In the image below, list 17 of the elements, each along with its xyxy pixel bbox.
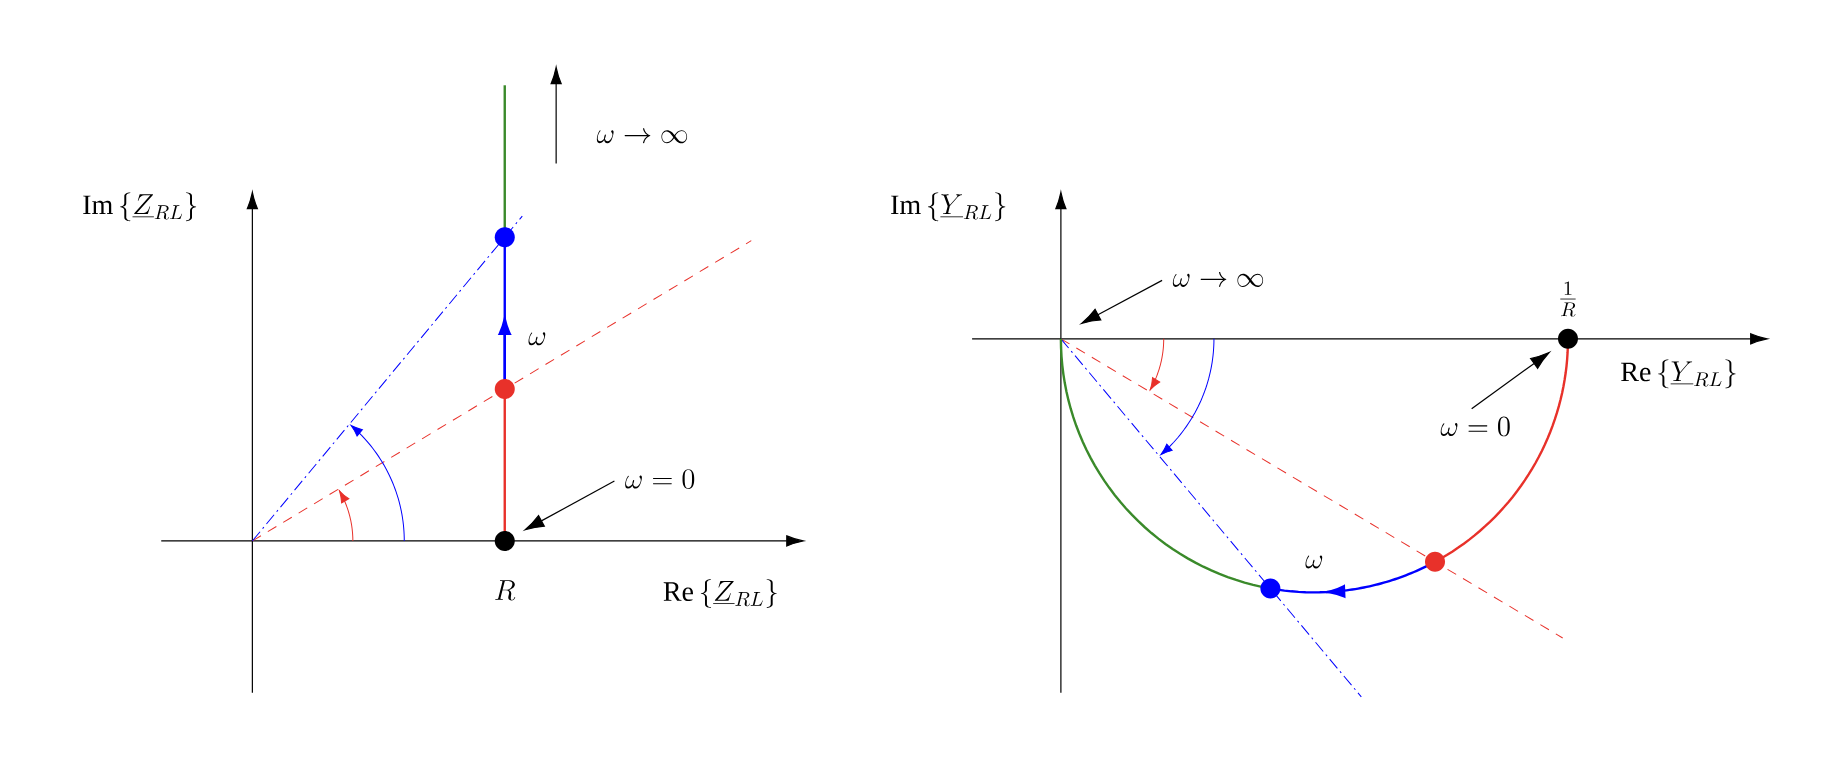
point-label: $R$ bbox=[495, 580, 516, 601]
math-label: $\mathrm{Im}\,\{\underline{Z}_{RL}\}$ bbox=[83, 192, 197, 222]
leader-arrow bbox=[1081, 279, 1163, 324]
leader-arrow bbox=[524, 480, 615, 531]
math-label: $\omega$ bbox=[528, 332, 546, 346]
math-label: $\mathrm{Im}\,\{\underline{Y}_{RL}\}$ bbox=[891, 192, 1006, 222]
math-label: $\omega = 0$ bbox=[625, 469, 695, 489]
math-label: $\omega$ bbox=[1305, 555, 1323, 569]
point-marker bbox=[494, 530, 515, 551]
math-label: $\omega = 0$ bbox=[1440, 416, 1510, 437]
point-label: $\frac{1}{R}$ bbox=[1560, 281, 1576, 317]
math-label: $\mathrm{Re}\,\{\underline{Y}_{RL}\}$ bbox=[1621, 359, 1736, 389]
math-label: $\omega \to \infty$ bbox=[596, 128, 688, 144]
math-label: $\omega \to \infty$ bbox=[1172, 271, 1264, 287]
leader-arrow bbox=[1471, 351, 1550, 410]
math-label: $\mathrm{Re}\,\{\underline{Z}_{RL}\}$ bbox=[663, 579, 777, 608]
point-marker bbox=[1557, 328, 1578, 349]
